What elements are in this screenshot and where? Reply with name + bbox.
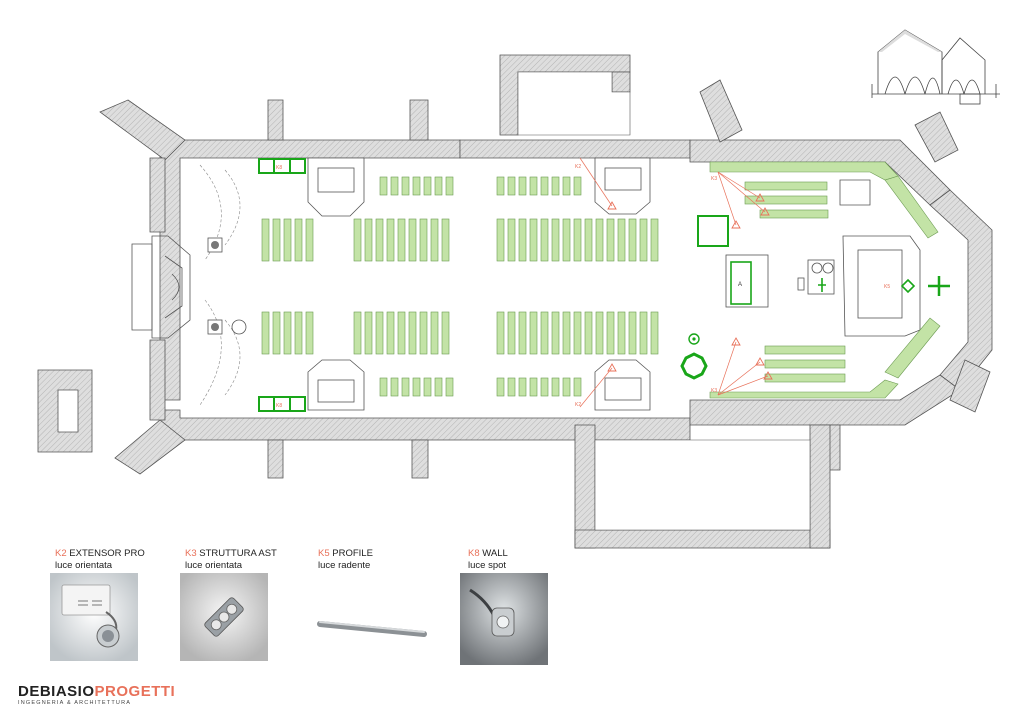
fixtures-green [258,158,950,412]
fixture-desc: luce radente [318,560,371,571]
tower-room [57,389,79,433]
nave-arcs [199,164,241,406]
brand-part1: DEBIASIO [18,683,95,700]
k5-diamond [900,278,916,294]
beam-targets [607,193,773,380]
fixture-desc: luce orientata [185,560,243,571]
section-thumbnail [871,29,1000,105]
south-chapel-room [594,439,811,531]
fixture-code: K2 [55,548,67,559]
fixture-name: PROFILE [332,548,373,559]
plan-label-k2-south: K2 [575,402,581,408]
baptismal-fonts [207,237,247,335]
plan-label-k3-south: K3 [711,388,717,394]
ambo-outline [697,215,729,247]
interior-details [307,157,921,411]
company-logo: DEBIASIOPROGETTI INGEGNERIA & ARCHITETTU… [18,683,175,706]
fixture-code: K3 [185,548,197,559]
plan-label-k2-north: K2 [575,164,581,170]
fixture-code: K8 [468,548,480,559]
baptistry-octagon [680,352,708,380]
light-beam-arrows [579,157,769,408]
k5-product-image [316,573,404,661]
pews [261,161,941,399]
plan-label-altar: A [738,282,742,288]
fixture-name: WALL [482,548,508,559]
plan-label-k8-south: K8 [276,403,282,409]
fixture-code: K5 [318,548,330,559]
sacristy-room [517,71,631,136]
fixture-desc: luce spot [468,560,507,571]
brand-tagline: INGEGNERIA & ARCHITETTURA [18,700,132,706]
fixture-label-k8: K8 WALL luce spot [468,548,508,572]
altar-outline [730,261,752,305]
plan-label-k3-north: K3 [711,176,717,182]
brand-part2: PROGETTI [94,683,176,700]
fixture-name: STRUTTURA AST [199,548,277,559]
fixture-desc: luce orientata [55,560,113,571]
k8-south-wall-fixture [258,396,306,412]
plan-label-k5: K5 [884,284,890,290]
fixture-label-k5: K5 PROFILE luce radente [318,548,373,572]
plan-label-k8-north: K8 [276,165,282,171]
fixture-name: EXTENSOR PRO [69,548,145,559]
k8-north-wall-fixture [258,158,306,174]
fixture-label-k2: K2 EXTENSOR PRO luce orientata [55,548,145,572]
section-thumbnail-fill [878,30,942,52]
fixture-label-k3: K3 STRUTTURA AST luce orientata [185,548,277,572]
entrance-porch [131,235,191,339]
